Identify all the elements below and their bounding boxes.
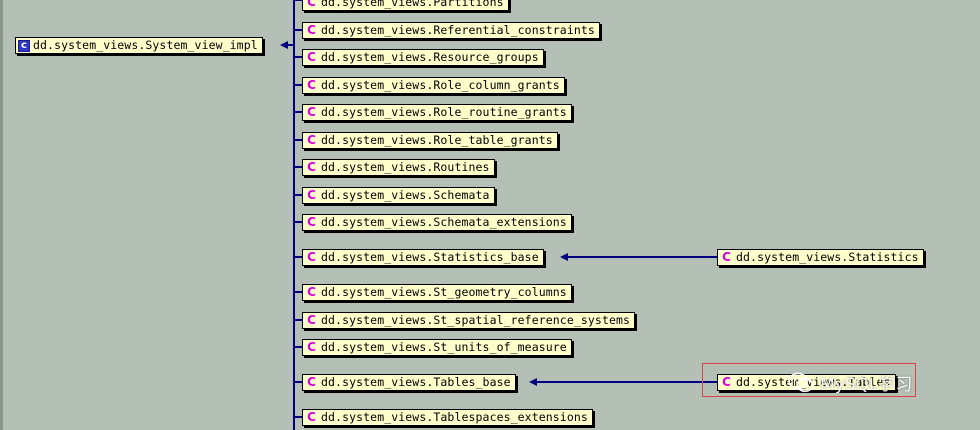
left-edge-border — [0, 0, 3, 430]
node-st-units-of-measure[interactable]: C dd.system_views.St_units_of_measure — [302, 339, 572, 356]
node-label: dd.system_views.Role_routine_grants — [321, 105, 567, 119]
node-statistics[interactable]: C dd.system_views.Statistics — [717, 249, 924, 266]
class-icon: C — [307, 285, 316, 299]
node-resource-groups[interactable]: C dd.system_views.Resource_groups — [302, 49, 544, 66]
node-label: dd.system_views.St_units_of_measure — [321, 340, 567, 354]
class-icon: C — [307, 410, 316, 424]
node-label: dd.system_views.Statistics — [736, 250, 919, 264]
class-icon: C — [722, 250, 731, 264]
node-label: dd.system_views.System_view_impl — [33, 38, 258, 52]
class-icon: C — [307, 78, 316, 92]
node-routines[interactable]: C dd.system_views.Routines — [302, 159, 495, 176]
class-icon: C — [307, 375, 316, 389]
class-icon: C — [307, 313, 316, 327]
node-label: dd.system_views.Statistics_base — [321, 250, 539, 264]
node-partitions[interactable]: C dd.system_views.Partitions — [302, 0, 509, 11]
node-label: dd.system_views.Schemata — [321, 188, 490, 202]
node-schemata[interactable]: C dd.system_views.Schemata — [302, 187, 495, 204]
node-referential-constraints[interactable]: C dd.system_views.Referential_constraint… — [302, 22, 600, 39]
node-label: dd.system_views.Resource_groups — [321, 50, 539, 64]
node-role-table-grants[interactable]: C dd.system_views.Role_table_grants — [302, 132, 558, 149]
wechat-icon — [788, 372, 814, 392]
node-label: dd.system_views.Routines — [321, 160, 490, 174]
class-icon: C — [722, 375, 731, 389]
node-st-geometry-columns[interactable]: C dd.system_views.St_geometry_columns — [302, 284, 572, 301]
class-icon: C — [307, 188, 316, 202]
class-icon: C — [307, 160, 316, 174]
class-icon: C — [307, 0, 316, 9]
node-role-routine-grants[interactable]: C dd.system_views.Role_routine_grants — [302, 104, 572, 121]
highlight-box — [702, 363, 916, 397]
node-tablespaces-extensions[interactable]: C dd.system_views.Tablespaces_extensions — [302, 409, 593, 426]
node-label: dd.system_views.Tables — [736, 375, 891, 389]
class-icon: C — [307, 340, 316, 354]
node-system-view-impl[interactable]: c dd.system_views.System_view_impl — [15, 37, 263, 54]
class-icon: C — [307, 105, 316, 119]
node-label: dd.system_views.Tablespaces_extensions — [321, 410, 588, 424]
class-icon: C — [307, 133, 316, 147]
class-icon: C — [307, 250, 316, 264]
tables-arrowhead — [529, 378, 537, 386]
node-label: dd.system_views.Role_column_grants — [321, 78, 560, 92]
node-role-column-grants[interactable]: C dd.system_views.Role_column_grants — [302, 77, 565, 94]
class-icon: C — [307, 50, 316, 64]
root-arrowhead — [280, 41, 288, 49]
class-icon: c — [18, 39, 30, 52]
node-label: dd.system_views.Partitions — [321, 0, 504, 9]
node-schemata-extensions[interactable]: C dd.system_views.Schemata_extensions — [302, 214, 572, 231]
node-label: dd.system_views.Referential_constraints — [321, 23, 595, 37]
node-label: dd.system_views.Schemata_extensions — [321, 215, 567, 229]
node-label: dd.system_views.Role_table_grants — [321, 133, 553, 147]
statistics-arrowhead — [560, 253, 568, 261]
class-icon: C — [307, 23, 316, 37]
watermark-text: MySQL学习 — [820, 375, 913, 395]
watermark: MySQL学习 — [788, 370, 912, 395]
node-label: dd.system_views.Tables_base — [321, 375, 511, 389]
node-label: dd.system_views.St_geometry_columns — [321, 285, 567, 299]
node-label: dd.system_views.St_spatial_reference_sys… — [321, 313, 631, 327]
node-statistics-base[interactable]: C dd.system_views.Statistics_base — [302, 249, 544, 266]
node-tables-base[interactable]: C dd.system_views.Tables_base — [302, 374, 516, 391]
node-st-spatial-reference-systems[interactable]: C dd.system_views.St_spatial_reference_s… — [302, 312, 636, 329]
class-icon: C — [307, 215, 316, 229]
